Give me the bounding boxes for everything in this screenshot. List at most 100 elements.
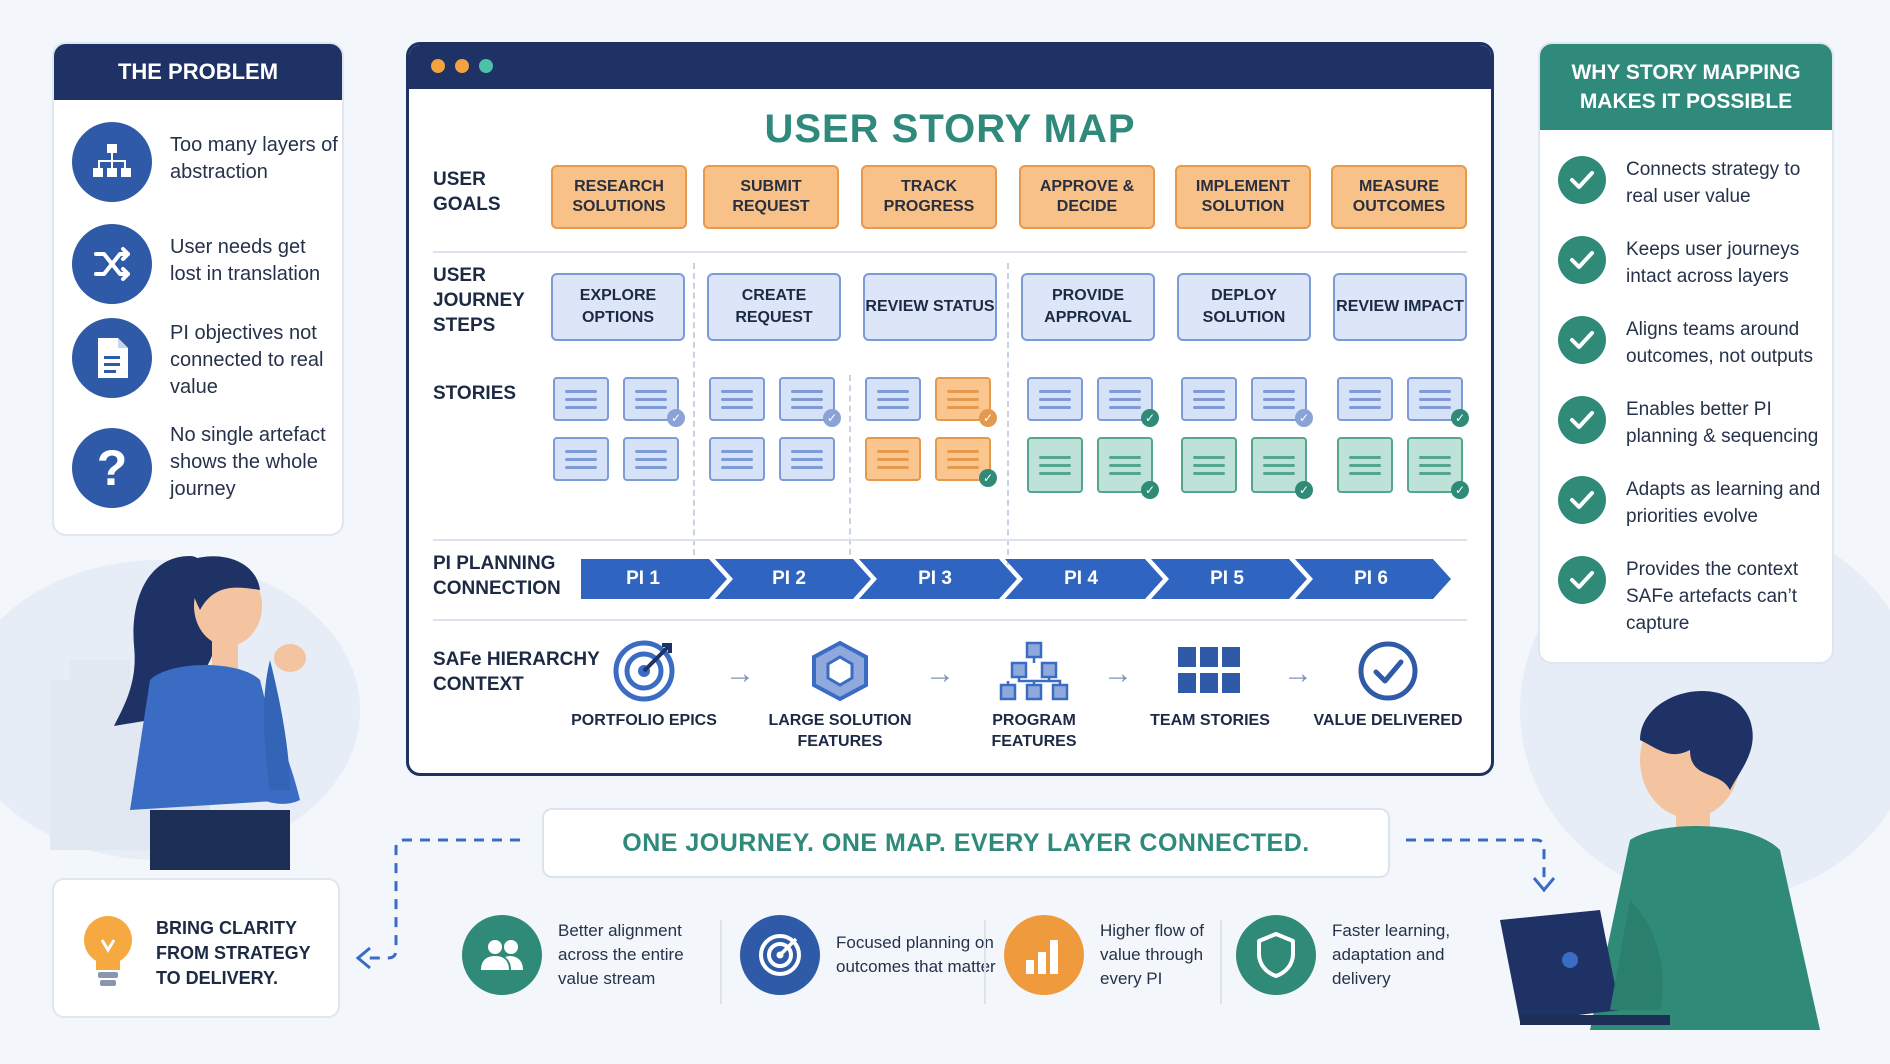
pi-timeline <box>581 559 1451 599</box>
window-titlebar <box>409 45 1491 89</box>
journey-step[interactable]: REVIEW IMPACT <box>1333 273 1467 341</box>
problem-text: Too many layers of abstraction <box>170 134 338 183</box>
benefit-item: Better alignment across the entire value… <box>462 915 718 995</box>
benefit-item: Higher flow of value through every PI <box>1004 915 1230 995</box>
check-icon <box>1558 156 1606 204</box>
story-card[interactable] <box>623 437 679 481</box>
story-card[interactable]: ✓ <box>935 377 997 427</box>
story-card[interactable]: ✓ <box>1251 437 1313 499</box>
check-icon: ✓ <box>1141 409 1159 427</box>
story-card[interactable] <box>1181 437 1237 493</box>
why-item: Enables better PI planning & sequencing <box>1558 396 1832 450</box>
column-separator <box>1007 263 1009 565</box>
lightbulb-icon <box>82 914 134 995</box>
divider <box>433 539 1467 541</box>
journey-step[interactable]: CREATE REQUEST <box>707 273 841 341</box>
story-card[interactable] <box>1027 437 1083 493</box>
pi-label[interactable]: PI 4 <box>1064 568 1098 589</box>
journey-step[interactable]: PROVIDE APPROVAL <box>1021 273 1155 341</box>
goal-card[interactable]: TRACK PROGRESS <box>861 165 997 229</box>
row-label-goals: USER GOALS <box>433 169 501 215</box>
problem-title: THE PROBLEM <box>54 44 342 100</box>
check-icon <box>1558 396 1606 444</box>
pi-label[interactable]: PI 5 <box>1210 568 1244 589</box>
story-card[interactable] <box>865 437 921 481</box>
goal-card[interactable]: IMPLEMENT SOLUTION <box>1175 165 1311 229</box>
story-card[interactable]: ✓ <box>1097 377 1159 427</box>
why-item: Aligns teams around outcomes, not output… <box>1558 316 1832 370</box>
clarity-card: BRING CLARITY FROM STRATEGY TO DELIVERY. <box>52 878 340 1018</box>
story-card[interactable] <box>1337 377 1393 421</box>
problem-item: ? No single artefact shows the whole jou… <box>72 424 340 508</box>
story-card[interactable] <box>709 437 765 481</box>
story-card[interactable]: ✓ <box>1097 437 1159 499</box>
story-card[interactable] <box>865 377 921 421</box>
why-item: Connects strategy to real user value <box>1558 156 1832 210</box>
problem-panel: THE PROBLEM Too many layers of abstracti… <box>52 42 344 536</box>
divider <box>433 619 1467 621</box>
divider <box>984 920 986 1004</box>
column-separator <box>849 375 851 565</box>
story-card[interactable]: ✓ <box>779 377 841 427</box>
pi-label[interactable]: PI 1 <box>626 568 660 589</box>
row-label-hierarchy: SAFe HIERARCHY CONTEXT <box>433 649 600 695</box>
benefit-text: Better alignment across the entire value… <box>558 921 684 988</box>
pi-label[interactable]: PI 2 <box>772 568 806 589</box>
story-card[interactable] <box>1181 377 1237 421</box>
problem-item: User needs get lost in translation <box>72 224 340 304</box>
target-icon <box>609 638 679 704</box>
arrow-right-icon: → <box>925 657 955 690</box>
why-text: Keeps user journeys intact across layers <box>1626 239 1800 287</box>
story-card[interactable] <box>553 377 609 421</box>
story-card[interactable] <box>709 377 765 421</box>
problem-item: Too many layers of abstraction <box>72 122 340 202</box>
goal-card[interactable]: RESEARCH SOLUTIONS <box>551 165 687 229</box>
people-icon <box>462 915 542 995</box>
journey-step[interactable]: REVIEW STATUS <box>863 273 997 341</box>
why-text: Provides the context SAFe artefacts can’… <box>1626 559 1799 634</box>
benefit-item: Focused planning on outcomes that matter <box>740 915 996 995</box>
check-icon: ✓ <box>979 409 997 427</box>
story-card[interactable] <box>1027 377 1083 421</box>
check-icon: ✓ <box>1295 409 1313 427</box>
goal-card[interactable]: MEASURE OUTCOMES <box>1331 165 1467 229</box>
why-panel: WHY STORY MAPPING MAKES IT POSSIBLE Conn… <box>1538 42 1834 664</box>
dashed-connector <box>355 838 520 970</box>
goal-card[interactable]: APPROVE & DECIDE <box>1019 165 1155 229</box>
dashed-connector <box>1406 838 1556 893</box>
check-icon <box>1558 316 1606 364</box>
journey-step[interactable]: EXPLORE OPTIONS <box>551 273 685 341</box>
check-icon: ✓ <box>1295 481 1313 499</box>
check-icon: ✓ <box>1451 481 1469 499</box>
story-card[interactable] <box>1337 437 1393 493</box>
journey-step[interactable]: DEPLOY SOLUTION <box>1177 273 1311 341</box>
problem-text: No single artefact shows the whole journ… <box>170 424 326 500</box>
pi-label[interactable]: PI 6 <box>1354 568 1388 589</box>
pi-label[interactable]: PI 3 <box>918 568 952 589</box>
story-card[interactable] <box>553 437 609 481</box>
story-card[interactable]: ✓ <box>1407 377 1469 427</box>
story-card[interactable]: ✓ <box>623 377 685 427</box>
check-icon: ✓ <box>823 409 841 427</box>
woman-illustration <box>40 540 380 880</box>
divider <box>1220 920 1222 1004</box>
problem-text: User needs get lost in translation <box>170 236 321 285</box>
story-card[interactable]: ✓ <box>935 437 997 487</box>
bar-chart-icon <box>1004 915 1084 995</box>
story-card[interactable]: ✓ <box>1407 437 1469 499</box>
document-icon <box>72 318 152 398</box>
problem-item: PI objectives not connected to real valu… <box>72 318 340 401</box>
window-dot <box>479 59 493 73</box>
window-dot <box>431 59 445 73</box>
hierarchy-label: TEAM STORIES <box>1150 712 1270 729</box>
story-card[interactable] <box>779 437 835 481</box>
hierarchy-label: LARGE SOLUTION FEATURES <box>768 712 912 750</box>
story-card[interactable]: ✓ <box>1251 377 1313 427</box>
why-item: Adapts as learning and priorities evolve <box>1558 476 1832 530</box>
why-text: Aligns teams around outcomes, not output… <box>1626 319 1813 367</box>
org-chart-icon <box>999 638 1069 704</box>
hierarchy-icon <box>72 122 152 202</box>
benefit-text: Focused planning on outcomes that matter <box>836 933 996 976</box>
goal-card[interactable]: SUBMIT REQUEST <box>703 165 839 229</box>
check-icon <box>1558 476 1606 524</box>
